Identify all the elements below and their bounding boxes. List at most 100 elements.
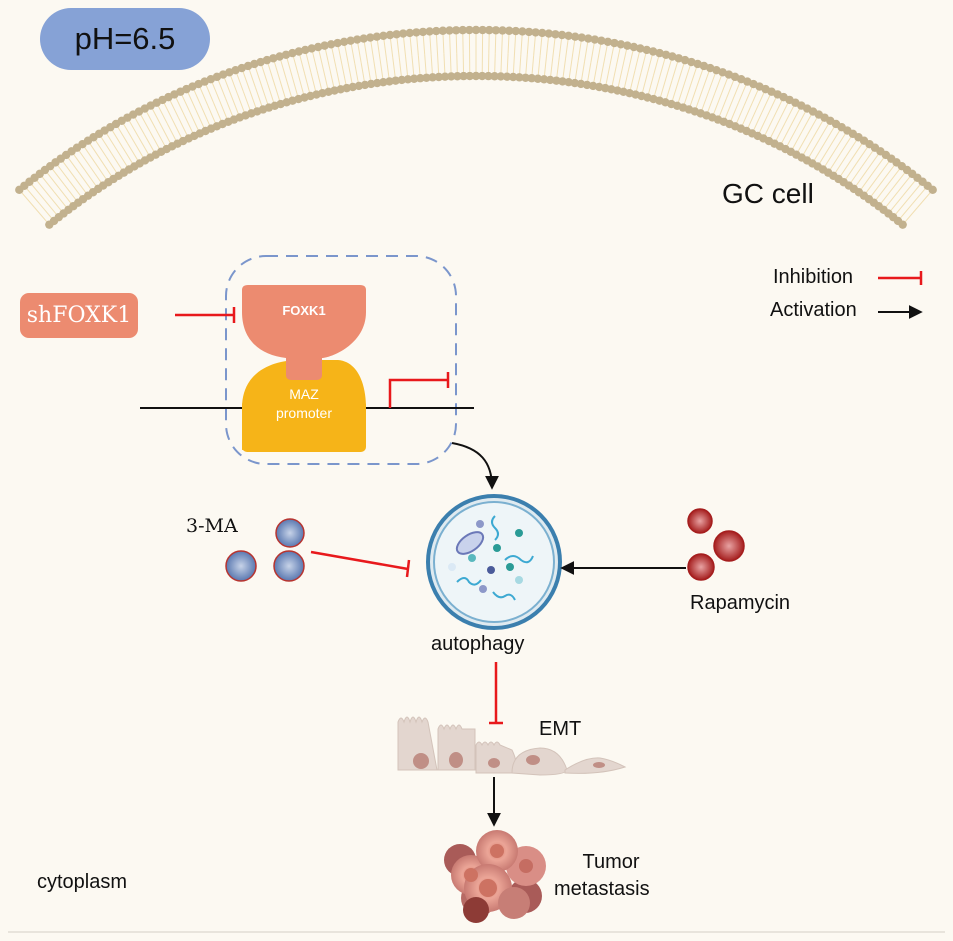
- lipid-head: [422, 73, 431, 82]
- lipid-head: [391, 76, 400, 85]
- lipid-head: [557, 30, 567, 40]
- lipid-head: [385, 77, 394, 86]
- lipid-head: [490, 72, 499, 81]
- lipid-head: [471, 71, 481, 81]
- cell-label: GC cell: [722, 178, 814, 209]
- lipid-head: [301, 45, 310, 55]
- lipid-head: [623, 41, 632, 50]
- lipid-head: [515, 73, 524, 82]
- lipid-head: [392, 30, 401, 39]
- lipid-head: [636, 44, 645, 53]
- lipid-head: [385, 30, 395, 40]
- complex-to-autophagy-arrow: [451, 442, 499, 490]
- lipid-head: [680, 55, 690, 65]
- lipid-head: [551, 30, 560, 39]
- lipid-head: [447, 72, 456, 81]
- lipid-head: [339, 37, 349, 47]
- lipid-head: [416, 74, 425, 83]
- lipid-head: [471, 25, 481, 35]
- lipid-head: [405, 28, 414, 38]
- lipid-head: [379, 31, 388, 41]
- lipid-head: [465, 71, 475, 81]
- autophagosome-icon: [426, 494, 562, 630]
- lipid-head: [603, 37, 613, 47]
- lipid-head: [373, 78, 382, 88]
- lipid-head: [570, 32, 580, 41]
- lipid-head: [531, 28, 540, 37]
- lipid-head: [398, 29, 408, 38]
- lipid-head: [484, 71, 493, 81]
- lipid-head: [518, 27, 527, 36]
- lipid-head: [511, 26, 520, 36]
- lipid-head: [438, 26, 448, 35]
- lipid-head: [432, 26, 441, 36]
- lipid-head: [428, 73, 437, 82]
- lipid-head: [458, 25, 467, 35]
- lipid-head: [661, 50, 671, 59]
- lipid-head: [440, 72, 450, 81]
- lipid-head: [445, 26, 454, 35]
- lipid-head: [496, 72, 505, 81]
- lipid-head: [397, 75, 406, 85]
- lipid-head: [453, 72, 462, 81]
- lipid-head: [451, 26, 461, 35]
- lipid-head: [418, 27, 428, 37]
- autophagy-label: autophagy: [431, 633, 525, 655]
- 3-ma-molecules-icon: [225, 518, 305, 582]
- maz-promoter-base: [242, 400, 366, 452]
- promoter-label: promoter: [275, 405, 333, 421]
- lipid-head: [294, 47, 304, 56]
- ph-label: pH=6.5: [74, 21, 176, 56]
- lipid-head: [307, 44, 316, 53]
- lipid-head: [674, 54, 683, 63]
- lipid-head: [577, 33, 586, 42]
- lipid-head: [590, 35, 600, 44]
- lipid-head: [610, 38, 619, 48]
- lipid-head: [564, 31, 573, 41]
- lipid-head: [288, 48, 297, 58]
- lipid-head: [558, 77, 567, 86]
- lipid-head: [478, 25, 487, 35]
- lipid-head: [250, 59, 259, 69]
- shfoxk1-node: shFOXK1: [20, 293, 138, 338]
- lipid-head: [552, 76, 561, 85]
- foxk1-label: FOXK1: [282, 303, 326, 318]
- lipid-head: [564, 77, 573, 87]
- lipid-head: [434, 72, 444, 82]
- lipid-head: [584, 34, 593, 43]
- inhibition-bar-icon: [405, 559, 411, 578]
- 3-ma-inhibition-line: [310, 550, 409, 571]
- metastasis-label: metastasis: [554, 878, 650, 900]
- complex-dashed-box: [225, 255, 457, 465]
- transcription-inhibition: [388, 378, 448, 408]
- lipid-head: [477, 71, 487, 81]
- lipid-head: [412, 28, 421, 37]
- lipid-head: [459, 71, 468, 81]
- lipid-head: [326, 40, 336, 49]
- lipid-head: [352, 35, 362, 44]
- legend-inhibition-label: Inhibition: [773, 266, 854, 288]
- lipid-head: [546, 75, 555, 85]
- lipid-head: [508, 72, 518, 82]
- rapamycin-label: Rapamycin: [690, 592, 791, 614]
- lipid-head: [366, 33, 375, 42]
- lipid-head: [281, 50, 291, 59]
- lipid-head: [425, 27, 434, 36]
- lipid-head: [465, 25, 474, 35]
- maz-label: MAZ: [289, 386, 319, 402]
- lipid-head: [359, 34, 368, 43]
- lipid-head: [346, 36, 355, 45]
- emt-cells-icon: [397, 716, 627, 776]
- emt-label: EMT: [539, 718, 582, 740]
- lipid-head: [544, 29, 554, 38]
- lipid-head: [372, 32, 382, 41]
- lipid-head: [539, 75, 549, 84]
- lipid-head: [333, 38, 342, 48]
- lipid-head: [262, 55, 272, 65]
- lipid-head: [687, 57, 696, 67]
- lipid-head: [256, 57, 265, 67]
- lipid-head: [629, 42, 639, 52]
- lipid-head: [616, 40, 626, 49]
- lipid-head: [275, 52, 284, 61]
